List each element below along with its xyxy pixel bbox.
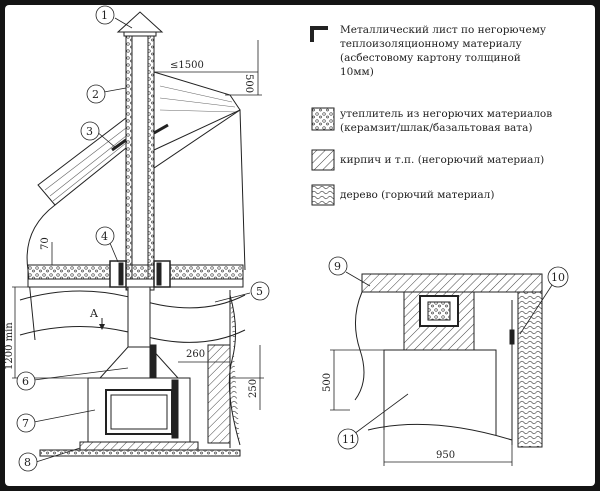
ceiling-insulation [27, 264, 244, 280]
dim-250: 250 [248, 379, 259, 398]
legend-text-insulation-2: (керамзит/шлак/базальтовая вата) [340, 122, 532, 134]
chimney-insulation-right [147, 35, 155, 291]
callouts-right [328, 256, 569, 450]
front-ceiling [361, 273, 543, 293]
callout-label-7: 7 [22, 417, 29, 430]
callout-10 [547, 266, 569, 288]
callout-2 [86, 84, 106, 104]
dim-70: 70 [40, 237, 51, 250]
legend-text-metal-4: 10мм) [340, 66, 374, 78]
legend-text-metal-2: теплоизоляционному материалу [340, 38, 523, 50]
callout-label-11: 11 [342, 433, 356, 446]
dimensions-left [12, 40, 264, 410]
chimney-cap-base [123, 31, 157, 37]
section-mark-a: A [89, 307, 105, 330]
chimney-lower [127, 286, 151, 348]
chimney-insulation-left [125, 35, 133, 291]
callout-label-8: 8 [24, 456, 31, 469]
legend-text-metal-1: Металлический лист по негорючему [340, 24, 547, 36]
legend-swatch-brick [311, 149, 335, 171]
callout-label-6: 6 [22, 375, 29, 388]
callout-5 [250, 281, 270, 301]
legend-text-brick: кирпич и т.п. (негорючий материал) [340, 154, 544, 166]
brick-wall [207, 344, 231, 444]
front-wood-wall [517, 291, 543, 448]
metal-sheet-ceiling-left [109, 260, 127, 288]
callout-label-9: 9 [334, 260, 341, 273]
floor [39, 449, 241, 457]
callout-label-4: 4 [101, 230, 108, 243]
metal-sheet-ceiling-right [153, 260, 171, 288]
fireplace-hearth [79, 441, 199, 451]
callouts-left [16, 5, 270, 472]
front-view [330, 273, 543, 466]
main-section-view [19, 11, 246, 457]
dim-500-top: 500 [243, 74, 254, 93]
legend-text-wood: дерево (горючий материал) [340, 189, 494, 201]
section-mark-label: A [89, 307, 99, 320]
fireplace-hood [98, 346, 180, 379]
callout-7 [16, 413, 36, 433]
legend-swatch-wood [311, 184, 335, 206]
legend-swatch-insulation [311, 107, 335, 131]
callout-labels-left: 1 2 3 4 5 6 7 8 [22, 9, 263, 469]
callout-label-10: 10 [551, 271, 565, 284]
dim-1500: ≤1500 [170, 60, 204, 71]
legend-text-insulation-1: утеплитель из негорючих материалов [340, 108, 552, 120]
legend-swatch-metal-sheet [310, 26, 328, 42]
callout-8 [18, 452, 38, 472]
legend-text-metal-3: (асбестовому картону толщиной [340, 52, 521, 64]
wood-wall [228, 294, 241, 446]
chimney-cap [116, 11, 164, 33]
roof-right [153, 71, 241, 169]
callout-1 [95, 5, 115, 25]
callout-6 [16, 371, 36, 391]
callout-label-2: 2 [92, 88, 99, 101]
callout-label-3: 3 [86, 125, 93, 138]
legend: Металлический лист по негорючему теплоиз… [310, 24, 552, 206]
dim-950: 950 [436, 450, 455, 461]
callout-11 [337, 428, 359, 450]
dim-260: 260 [186, 349, 205, 360]
roof-flashing [111, 138, 127, 152]
callout-label-5: 5 [256, 285, 263, 298]
dim-1200-min: 1200 min [4, 322, 15, 370]
callout-4 [95, 226, 115, 246]
callout-label-1: 1 [101, 9, 108, 22]
callout-9 [328, 256, 348, 276]
dim-500-right: 500 [322, 373, 333, 392]
callout-3 [80, 121, 100, 141]
metal-sheet-hood [149, 344, 157, 384]
